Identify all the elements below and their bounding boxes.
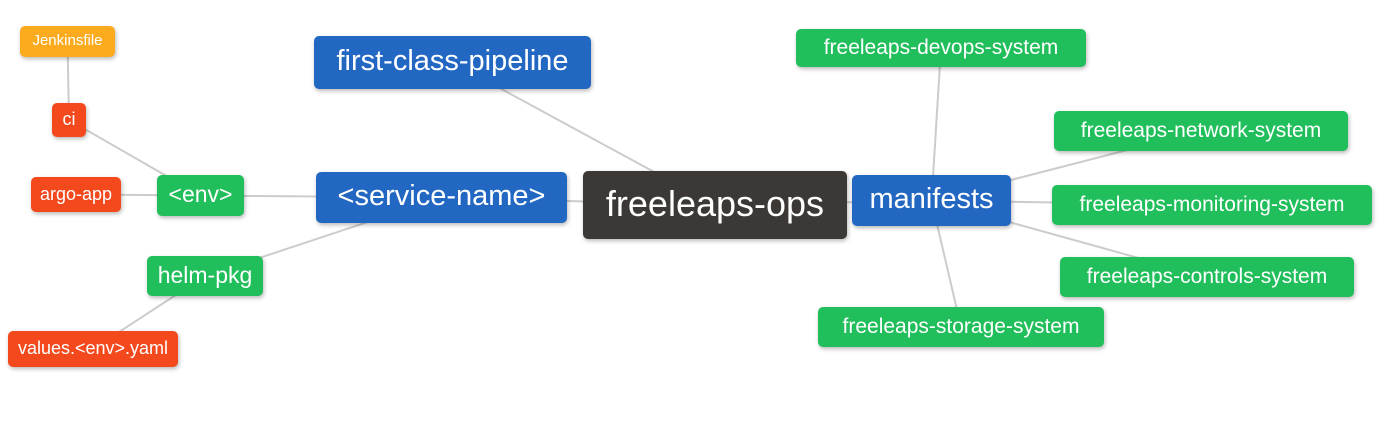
mindmap-node-first-class-pipeline[interactable]: first-class-pipeline (314, 36, 591, 89)
mindmap-node-freeleaps-storage-system[interactable]: freeleaps-storage-system (818, 307, 1104, 347)
mindmap-node-ci[interactable]: ci (52, 103, 86, 137)
mindmap-node-freeleaps-controls-system[interactable]: freeleaps-controls-system (1060, 257, 1354, 297)
mindmap-node-freeleaps-devops-system[interactable]: freeleaps-devops-system (796, 29, 1086, 67)
mindmap-node-helm-pkg[interactable]: helm-pkg (147, 256, 263, 296)
mindmap-node-argo-app[interactable]: argo-app (31, 177, 121, 212)
mindmap-node-manifests[interactable]: manifests (852, 175, 1011, 226)
mindmap-node-values-env-yaml[interactable]: values.<env>.yaml (8, 331, 178, 367)
mindmap-node-env[interactable]: <env> (157, 175, 244, 216)
mindmap-node-jenkinsfile[interactable]: Jenkinsfile (20, 26, 115, 57)
mindmap-node-freeleaps-network-system[interactable]: freeleaps-network-system (1054, 111, 1348, 151)
mindmap-node-freeleaps-monitoring-system[interactable]: freeleaps-monitoring-system (1052, 185, 1372, 225)
mindmap-node-service-name[interactable]: <service-name> (316, 172, 567, 223)
mindmap-node-freeleaps-ops[interactable]: freeleaps-ops (583, 171, 847, 239)
